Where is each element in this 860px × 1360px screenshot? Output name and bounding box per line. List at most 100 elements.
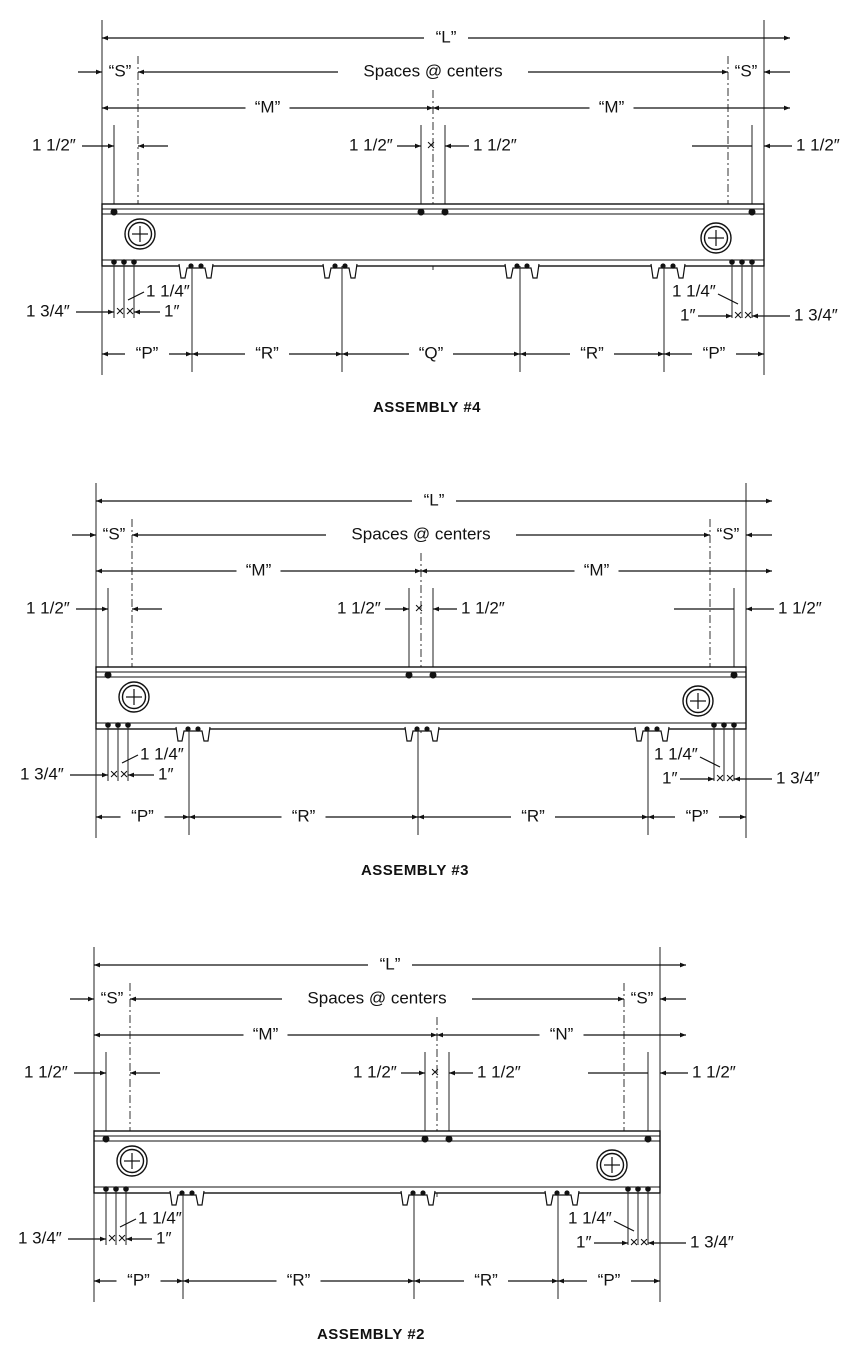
dim-half-mid-left: 1 1/2″ xyxy=(337,598,381,617)
dim-bottom-P: “P” xyxy=(664,343,764,362)
dim-spaces: Spaces @ centers xyxy=(138,61,728,80)
dim-S-left: “S” xyxy=(103,524,126,543)
clip-profile xyxy=(322,263,358,279)
channel-clip xyxy=(400,1190,436,1206)
assembly-3: “L”“S”Spaces @ centers“S”“M”“N”1 1/2″1 1… xyxy=(18,947,736,1343)
bolt-dot xyxy=(188,263,194,269)
assembly-caption: ASSEMBLY #2 xyxy=(317,1326,425,1343)
leader xyxy=(613,1220,635,1232)
dim-half-mid-right: 1 1/2″ xyxy=(477,1062,521,1081)
bolt-dot xyxy=(729,259,735,265)
pipe-ring xyxy=(596,1149,628,1181)
channel-clip xyxy=(544,1190,580,1206)
dim-one-left: 1″ xyxy=(164,301,179,320)
bolt-dot xyxy=(410,1190,416,1196)
mark: × xyxy=(120,766,129,783)
pipe-ring xyxy=(116,1145,148,1177)
assembly-caption: ASSEMBLY #3 xyxy=(361,862,469,879)
center-mark: × xyxy=(431,1064,440,1081)
leader xyxy=(717,293,739,305)
bolt-dot xyxy=(731,722,737,728)
bolt-dot xyxy=(564,1190,570,1196)
channel-clip xyxy=(504,263,540,279)
bolt-dot xyxy=(405,671,413,679)
dimension-label: “R” xyxy=(255,343,279,362)
bolt-dot xyxy=(179,1190,185,1196)
bolt-dot xyxy=(111,259,117,265)
dim-S-right: “S” xyxy=(631,988,654,1007)
dimension-label: “L” xyxy=(380,954,401,973)
clip-profile xyxy=(400,1190,436,1206)
dim-bottom-R: “R” xyxy=(189,806,418,825)
bolt-dot xyxy=(198,263,204,269)
dim-threequarter-left: 1 3/4″ xyxy=(18,1228,62,1247)
dim-middle-right: “N” xyxy=(437,1024,686,1043)
dimension-label: “P” xyxy=(136,343,159,362)
dimension-label: “P” xyxy=(131,806,154,825)
dim-bottom-P: “P” xyxy=(648,806,746,825)
dim-half-right: 1 1/2″ xyxy=(778,598,822,617)
bolt-dot xyxy=(441,208,449,216)
bolt-dot xyxy=(113,1186,119,1192)
dim-bottom-R: “R” xyxy=(183,1270,414,1289)
bolt-dot xyxy=(332,263,338,269)
bolt-dot xyxy=(625,1186,631,1192)
dimension-label: “M” xyxy=(584,560,610,579)
clip-profile xyxy=(404,726,440,742)
dim-middle-left: “M” xyxy=(94,1024,437,1043)
dimension-label: “N” xyxy=(550,1024,574,1043)
mark: × xyxy=(126,303,135,320)
mark: × xyxy=(726,770,735,787)
dimension-label: “R” xyxy=(580,343,604,362)
dimension-label: “P” xyxy=(127,1270,150,1289)
bolt-dot xyxy=(748,208,756,216)
dimension-label: “P” xyxy=(703,343,726,362)
dim-half-right: 1 1/2″ xyxy=(692,1062,736,1081)
dimension-label: “R” xyxy=(474,1270,498,1289)
dimension-label: “M” xyxy=(253,1024,279,1043)
dim-threequarter-left: 1 3/4″ xyxy=(20,764,64,783)
dimension-label: “R” xyxy=(287,1270,311,1289)
bolt-dot xyxy=(421,1135,429,1143)
bolt-dot xyxy=(103,1186,109,1192)
center-mark: × xyxy=(427,137,436,154)
bolt-dot xyxy=(123,1186,129,1192)
bolt-dot xyxy=(445,1135,453,1143)
mark: × xyxy=(110,766,119,783)
dim-bottom-R: “R” xyxy=(192,343,342,362)
dim-quarter-left: 1 1/4″ xyxy=(138,1208,182,1227)
dim-threequarter-left: 1 3/4″ xyxy=(26,301,70,320)
channel-clip xyxy=(175,726,211,742)
channel-clip xyxy=(322,263,358,279)
dim-one-right: 1″ xyxy=(576,1232,591,1251)
center-mark: × xyxy=(415,600,424,617)
dim-bottom-R: “R” xyxy=(418,806,648,825)
mark: × xyxy=(716,770,725,787)
mark: × xyxy=(734,307,743,324)
bolt-dot xyxy=(660,263,666,269)
dim-S-right: “S” xyxy=(717,524,740,543)
dim-half-mid-left: 1 1/2″ xyxy=(353,1062,397,1081)
bolt-dot xyxy=(342,263,348,269)
bolt-dot xyxy=(429,671,437,679)
bolt-dot xyxy=(749,259,755,265)
bolt-dot xyxy=(645,1186,651,1192)
dimension-label: “L” xyxy=(436,27,457,46)
dim-half-left: 1 1/2″ xyxy=(32,135,76,154)
dim-half-left: 1 1/2″ xyxy=(24,1062,68,1081)
bolt-dot xyxy=(420,1190,426,1196)
dimension-label: “L” xyxy=(424,490,445,509)
dim-half-mid-left: 1 1/2″ xyxy=(349,135,393,154)
dim-one-right: 1″ xyxy=(662,768,677,787)
bolt-dot xyxy=(721,722,727,728)
dimension-label: “M” xyxy=(255,97,281,116)
dimension-label: “R” xyxy=(292,806,316,825)
bolt-dot xyxy=(125,722,131,728)
bolt-dot xyxy=(739,259,745,265)
dim-L: “L” xyxy=(102,27,790,46)
dim-threequarter-right: 1 3/4″ xyxy=(690,1232,734,1251)
mark: × xyxy=(118,1230,127,1247)
dim-L: “L” xyxy=(94,954,686,973)
bolt-dot xyxy=(514,263,520,269)
dim-quarter-left: 1 1/4″ xyxy=(140,744,184,763)
